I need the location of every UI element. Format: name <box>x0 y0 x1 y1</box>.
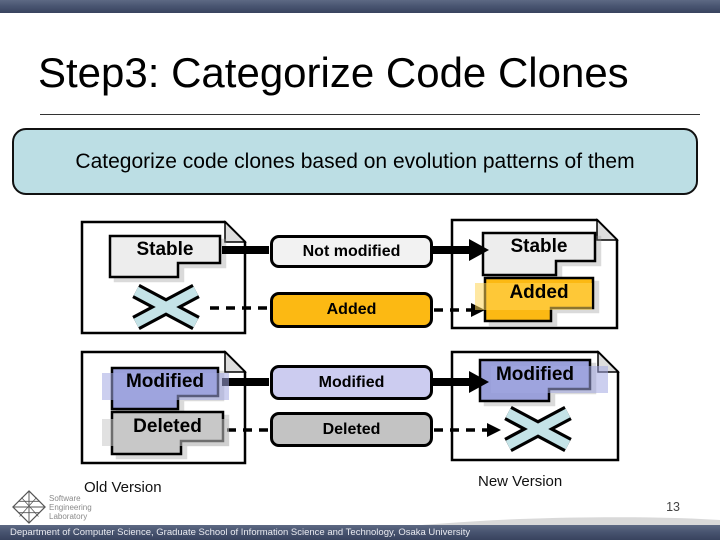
pattern-box-added: Added <box>270 292 433 328</box>
diamond-line <box>21 497 39 517</box>
lab-diamond-icon <box>12 490 46 524</box>
footer-text: Department of Computer Science, Graduate… <box>10 527 471 538</box>
lab-logo-text: Software Engineering Laboratory <box>49 494 92 521</box>
subtitle-text: Categorize code clones based on evolutio… <box>75 149 635 173</box>
highlight-new-added <box>475 283 592 310</box>
document-old-bottom-fold-icon <box>224 350 247 373</box>
highlight-old-modified <box>102 373 229 400</box>
pattern-box-modified: Modified <box>270 365 433 400</box>
slide-title: Step3: Categorize Code Clones <box>38 49 629 96</box>
highlight-old-deleted <box>102 419 229 446</box>
connector-modified-right-arrow <box>433 371 489 393</box>
top-bar <box>0 0 720 13</box>
arrowhead-icon <box>469 239 489 261</box>
sel-logo: Software Engineering Laboratory <box>12 490 92 524</box>
new-version-label: New Version <box>478 473 563 490</box>
footer-bar: Department of Computer Science, Graduate… <box>0 525 720 540</box>
arrowhead-icon <box>469 371 489 393</box>
deleted-clone-x-old-icon <box>132 283 200 331</box>
pattern-box-deleted: Deleted <box>270 412 433 447</box>
x-fill-stroke <box>505 408 571 450</box>
x-fill-stroke <box>133 286 199 328</box>
lab-logo-line: Laboratory <box>49 511 88 521</box>
deleted-clone-x-new-icon <box>504 405 572 453</box>
old-version-label: Old Version <box>84 479 162 496</box>
pattern-box-not-modified: Not modified <box>270 235 433 268</box>
title-divider <box>40 114 700 115</box>
lab-logo-line: Engineering <box>49 502 92 512</box>
page-number: 13 <box>666 500 680 514</box>
lab-logo-line: Software <box>49 493 81 503</box>
arrowhead-icon <box>487 423 501 437</box>
diamond-line <box>19 497 37 517</box>
fragment-new-stable-shape <box>481 231 597 277</box>
connector-deleted-right-dashed-arrow <box>434 423 501 437</box>
document-new-top-fold-icon <box>596 218 619 241</box>
document-old-top-fold-icon <box>224 220 247 243</box>
connector-stable-right-arrow <box>433 239 489 261</box>
highlight-new-modified <box>491 366 608 393</box>
subtitle-box: Categorize code clones based on evolutio… <box>12 128 698 195</box>
fragment-old-stable-shape <box>108 234 222 279</box>
